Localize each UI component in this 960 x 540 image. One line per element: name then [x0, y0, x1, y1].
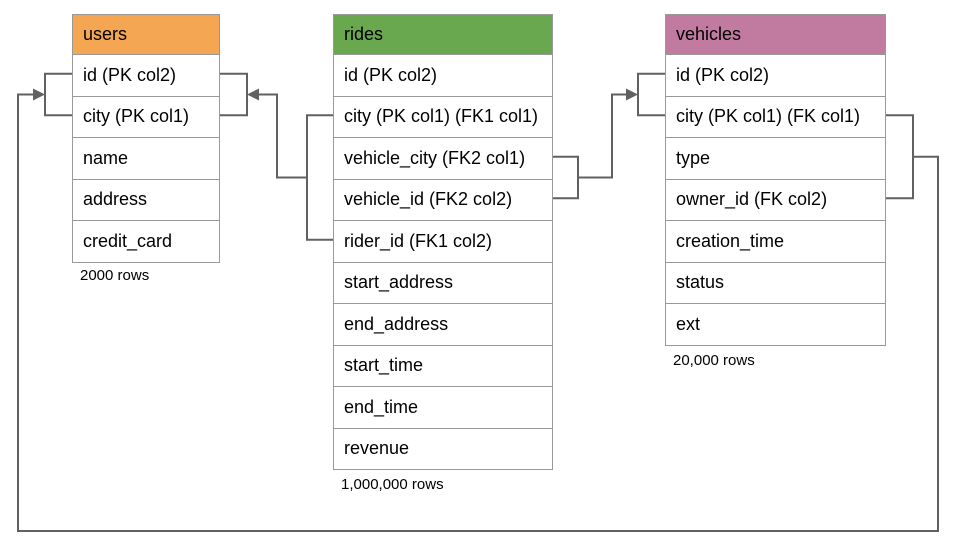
rides-col-city: city (PK col1) (FK1 col1)	[334, 95, 552, 137]
table-users: users id (PK col2) city (PK col1) name a…	[72, 14, 220, 263]
vehicles-col-status: status	[666, 261, 885, 303]
table-users-header: users	[73, 15, 219, 54]
rides-col-start-time: start_time	[334, 344, 552, 386]
rides-right-bracket	[553, 155, 579, 200]
rides-col-end-address: end_address	[334, 303, 552, 345]
vehicles-col-id: id (PK col2)	[666, 54, 885, 96]
vehicles-col-creation-time: creation_time	[666, 220, 885, 262]
rides-col-start-address: start_address	[334, 261, 552, 303]
vehicles-row-count: 20,000 rows	[673, 352, 755, 369]
table-vehicles: vehicles id (PK col2) city (PK col1) (FK…	[665, 14, 886, 346]
vehicles-col-ext: ext	[666, 303, 885, 345]
vehicles-right-bracket	[886, 114, 914, 200]
users-left-bracket	[44, 72, 72, 117]
vehicles-col-type: type	[666, 137, 885, 179]
fk1-arrowhead-icon	[247, 88, 259, 101]
fk-loop-arrowhead-icon	[33, 88, 45, 101]
fk2-arrowhead-icon	[626, 88, 638, 101]
rides-row-count: 1,000,000 rows	[341, 476, 444, 493]
users-col-id: id (PK col2)	[73, 54, 219, 96]
rides-col-vehicle-city: vehicle_city (FK2 col1)	[334, 137, 552, 179]
vehicles-col-owner-id: owner_id (FK col2)	[666, 178, 885, 220]
vehicles-col-city: city (PK col1) (FK col1)	[666, 95, 885, 137]
users-right-bracket	[220, 72, 248, 117]
rides-col-revenue: revenue	[334, 427, 552, 469]
users-col-credit-card: credit_card	[73, 220, 219, 262]
users-col-address: address	[73, 178, 219, 220]
fk2-line	[578, 93, 626, 179]
vehicles-left-bracket	[637, 72, 665, 117]
table-vehicles-header: vehicles	[666, 15, 885, 54]
users-col-name: name	[73, 137, 219, 179]
table-rides: rides id (PK col2) city (PK col1) (FK1 c…	[333, 14, 553, 470]
rides-left-bracket	[306, 114, 333, 241]
fk-loop-line	[17, 93, 939, 532]
users-col-city: city (PK col1)	[73, 95, 219, 137]
rides-col-rider-id: rider_id (FK1 col2)	[334, 220, 552, 262]
rides-col-id: id (PK col2)	[334, 54, 552, 96]
rides-col-end-time: end_time	[334, 386, 552, 428]
rides-col-vehicle-id: vehicle_id (FK2 col2)	[334, 178, 552, 220]
fk1-line	[259, 93, 307, 179]
table-rides-header: rides	[334, 15, 552, 54]
users-row-count: 2000 rows	[80, 267, 150, 284]
